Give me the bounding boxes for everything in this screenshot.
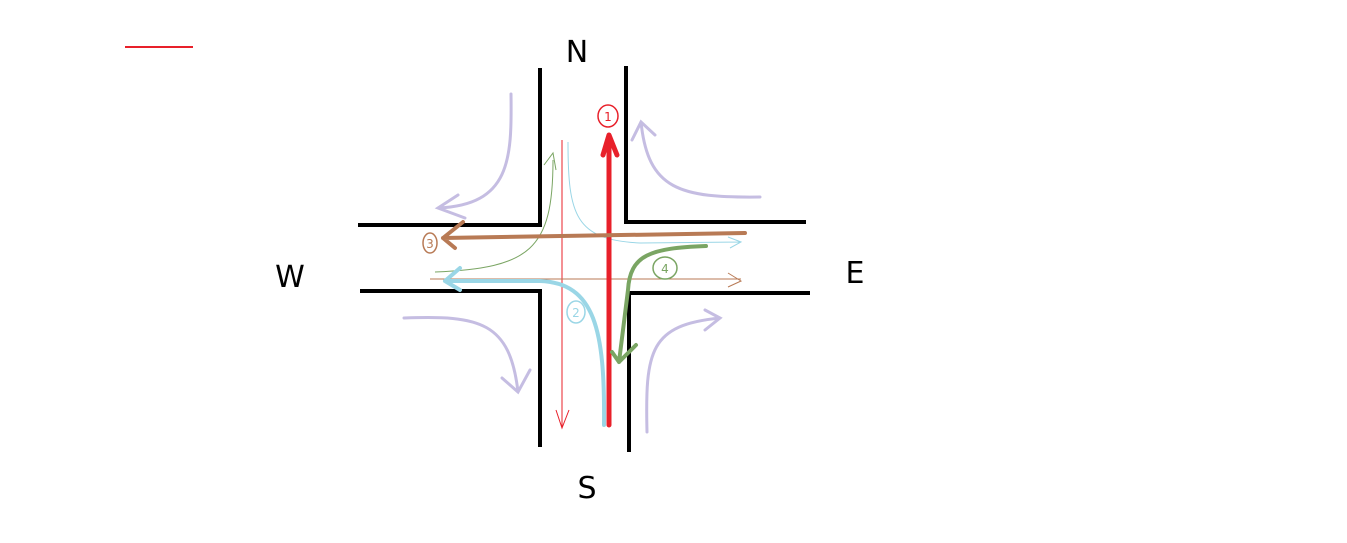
route-2-arrow <box>443 266 607 427</box>
route-1-arrow <box>600 132 620 428</box>
thin-green-route <box>434 151 557 273</box>
direction-west: W <box>275 260 305 295</box>
route-4-label: 4 <box>661 262 669 276</box>
direction-east: E <box>846 256 865 291</box>
right-turn-se <box>645 308 723 434</box>
road-edges <box>358 66 810 452</box>
main-routes <box>441 132 747 428</box>
road-edge-ne <box>624 66 806 224</box>
right-turn-nw <box>434 92 513 220</box>
direction-south: S <box>577 471 596 506</box>
road-edge-nw <box>358 68 542 227</box>
route-3-badge <box>422 232 438 254</box>
right-turn-sw <box>402 315 532 395</box>
route-4-badge <box>652 256 678 280</box>
thin-blue-route <box>567 141 743 249</box>
route-1-label: 1 <box>604 110 612 124</box>
route-4-arrow <box>610 244 708 364</box>
right-turn-ne <box>630 119 762 199</box>
route-1-badge <box>597 104 619 128</box>
route-3-arrow <box>441 220 747 250</box>
route-2-badge <box>566 300 586 324</box>
road-edge-sw <box>360 289 542 447</box>
direction-north: N <box>566 35 588 70</box>
route-3-label: 3 <box>426 237 434 251</box>
route-2-label: 2 <box>572 306 580 320</box>
right-turn-arrows <box>402 92 762 434</box>
thin-routes <box>430 140 743 430</box>
route-labels: 1 2 3 4 <box>422 104 678 324</box>
